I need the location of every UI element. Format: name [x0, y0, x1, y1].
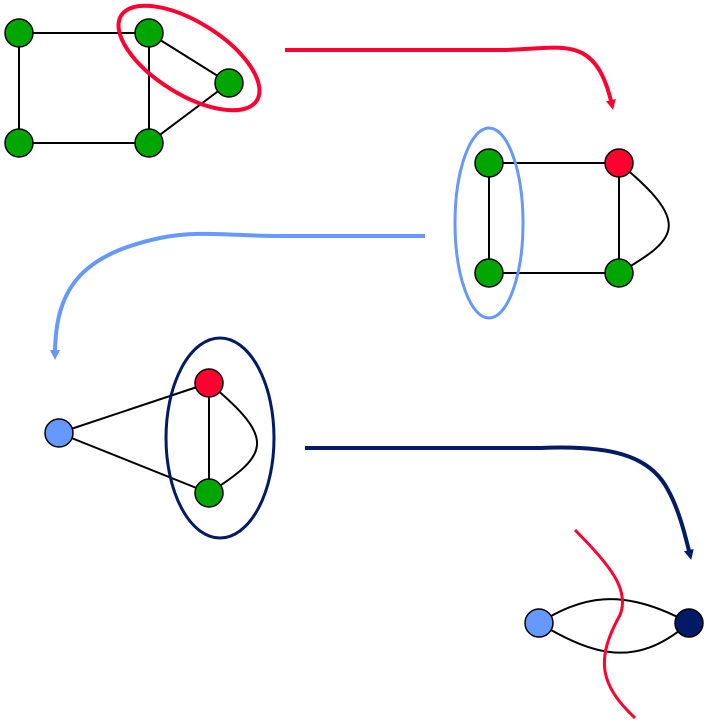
- node: [474, 148, 504, 178]
- edge: [208, 382, 258, 494]
- node: [4, 128, 34, 158]
- node: [214, 68, 244, 98]
- edge: [538, 598, 690, 624]
- node: [134, 18, 164, 48]
- cut-line: [573, 528, 637, 720]
- merged-node: [194, 368, 224, 398]
- edge: [58, 432, 210, 494]
- contraction-highlight-ellipse: [116, 3, 262, 113]
- arrow-step-2-to-3: [50, 231, 425, 360]
- arrow-step-1-to-2: [285, 45, 616, 110]
- edge: [148, 82, 230, 144]
- merged-node: [604, 148, 634, 178]
- edge: [148, 32, 230, 84]
- node: [194, 478, 224, 508]
- arrow-step-3-to-4: [305, 445, 694, 560]
- node: [4, 18, 34, 48]
- graph-step-4: [524, 528, 704, 720]
- edge: [538, 622, 690, 654]
- merged-node: [524, 608, 554, 638]
- node: [604, 258, 634, 288]
- node: [134, 128, 164, 158]
- node: [474, 258, 504, 288]
- contraction-highlight-ellipse: [453, 126, 525, 320]
- graph-step-3: [44, 336, 276, 540]
- merged-node: [44, 418, 74, 448]
- graph-step-1: [4, 3, 262, 158]
- edge: [618, 162, 670, 274]
- graph-step-2: [453, 126, 670, 320]
- merged-node: [674, 608, 704, 638]
- contraction-highlight-ellipse: [164, 336, 276, 540]
- edge: [58, 382, 210, 434]
